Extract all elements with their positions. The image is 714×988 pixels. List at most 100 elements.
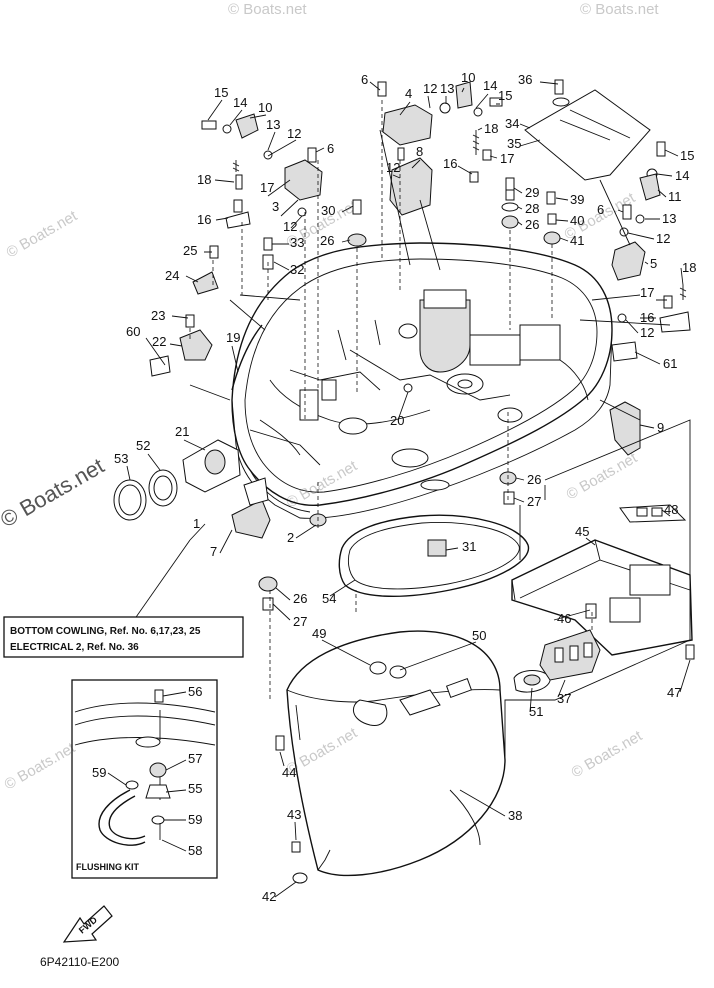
callout-21[interactable]: 21 [175, 424, 189, 439]
callout-46[interactable]: 46 [557, 611, 571, 626]
callout-18[interactable]: 18 [682, 260, 696, 275]
callout-6[interactable]: 6 [327, 141, 334, 156]
note-line-2: ELECTRICAL 2, Ref. No. 36 [10, 642, 139, 653]
callout-2[interactable]: 2 [287, 530, 294, 545]
callout-15[interactable]: 15 [498, 88, 512, 103]
callout-3[interactable]: 3 [272, 199, 279, 214]
callout-51[interactable]: 51 [529, 704, 543, 719]
callout-23[interactable]: 23 [151, 308, 165, 323]
callout-16[interactable]: 16 [443, 156, 457, 171]
reference-note: BOTTOM COWLING, Ref. No. 6,17,23, 25 ELE… [3, 616, 244, 658]
callout-57[interactable]: 57 [188, 751, 202, 766]
watermark: © Boats.net [4, 207, 81, 261]
callout-40[interactable]: 40 [570, 213, 584, 228]
callout-59[interactable]: 59 [92, 765, 106, 780]
callout-54[interactable]: 54 [322, 591, 336, 606]
callout-58[interactable]: 58 [188, 843, 202, 858]
diagram-code: 6P42110-E200 [40, 955, 120, 969]
callout-18[interactable]: 18 [197, 172, 211, 187]
callout-6[interactable]: 6 [361, 72, 368, 87]
callout-1[interactable]: 1 [193, 516, 200, 531]
callout-26[interactable]: 26 [293, 591, 307, 606]
watermark-large: © Boats.net [0, 453, 108, 532]
callout-14[interactable]: 14 [675, 168, 689, 183]
callout-60[interactable]: 60 [126, 324, 140, 339]
callout-28[interactable]: 28 [525, 201, 539, 216]
callout-14[interactable]: 14 [233, 95, 247, 110]
callout-27[interactable]: 27 [293, 614, 307, 629]
callout-38[interactable]: 38 [508, 808, 522, 823]
seal-gasket [338, 514, 530, 597]
callout-13[interactable]: 13 [662, 211, 676, 226]
callout-30[interactable]: 30 [321, 203, 335, 218]
callout-15[interactable]: 15 [214, 85, 228, 100]
callout-16[interactable]: 16 [197, 212, 211, 227]
watermark: © Boats.net [580, 1, 659, 18]
callout-24[interactable]: 24 [165, 268, 179, 283]
callout-26[interactable]: 26 [527, 472, 541, 487]
watermark: © Boats.net [228, 1, 307, 18]
callout-15[interactable]: 15 [680, 148, 694, 163]
callout-9[interactable]: 9 [657, 420, 664, 435]
callout-44[interactable]: 44 [282, 765, 296, 780]
flushing-kit-inset [71, 679, 218, 879]
callout-59[interactable]: 59 [188, 812, 202, 827]
callout-12[interactable]: 12 [656, 231, 670, 246]
callout-41[interactable]: 41 [570, 233, 584, 248]
lower-cover [286, 630, 551, 877]
callout-52[interactable]: 52 [136, 438, 150, 453]
callout-31[interactable]: 31 [462, 539, 476, 554]
callout-33[interactable]: 33 [290, 235, 304, 250]
flushing-kit-label: FLUSHING KIT [76, 862, 139, 872]
callout-29[interactable]: 29 [525, 185, 539, 200]
callout-49[interactable]: 49 [312, 626, 326, 641]
callout-13[interactable]: 13 [440, 81, 454, 96]
callout-12[interactable]: 12 [287, 126, 301, 141]
callout-53[interactable]: 53 [114, 451, 128, 466]
callout-19[interactable]: 19 [226, 330, 240, 345]
callout-12[interactable]: 12 [640, 325, 654, 340]
callout-17[interactable]: 17 [640, 285, 654, 300]
callout-47[interactable]: 47 [667, 685, 681, 700]
callout-6[interactable]: 6 [597, 202, 604, 217]
callout-8[interactable]: 8 [416, 144, 423, 159]
callout-20[interactable]: 20 [390, 413, 404, 428]
callout-13[interactable]: 13 [266, 117, 280, 132]
callout-5[interactable]: 5 [650, 256, 657, 271]
callout-18[interactable]: 18 [484, 121, 498, 136]
callout-42[interactable]: 42 [262, 889, 276, 904]
callout-36[interactable]: 36 [518, 72, 532, 87]
callout-11[interactable]: 11 [668, 189, 682, 204]
callout-leaders [107, 81, 691, 898]
callout-17[interactable]: 17 [500, 151, 514, 166]
callout-56[interactable]: 56 [188, 684, 202, 699]
callout-35[interactable]: 35 [507, 136, 521, 151]
callout-22[interactable]: 22 [152, 334, 166, 349]
callout-48[interactable]: 48 [664, 502, 678, 517]
callout-43[interactable]: 43 [287, 807, 301, 822]
callout-26[interactable]: 26 [525, 217, 539, 232]
callout-55[interactable]: 55 [188, 781, 202, 796]
callout-16[interactable]: 16 [640, 310, 654, 325]
bracket [511, 504, 693, 681]
callout-12[interactable]: 12 [386, 160, 400, 175]
callout-39[interactable]: 39 [570, 192, 584, 207]
callout-45[interactable]: 45 [575, 524, 589, 539]
callout-4[interactable]: 4 [405, 86, 412, 101]
callout-34[interactable]: 34 [505, 116, 519, 131]
callout-37[interactable]: 37 [557, 691, 571, 706]
callout-12[interactable]: 12 [423, 81, 437, 96]
callout-32[interactable]: 32 [290, 262, 304, 277]
callout-10[interactable]: 10 [258, 100, 272, 115]
callout-27[interactable]: 27 [527, 494, 541, 509]
callout-26[interactable]: 26 [320, 233, 334, 248]
upper-parts [113, 89, 651, 539]
callout-14[interactable]: 14 [483, 78, 497, 93]
callout-61[interactable]: 61 [663, 356, 677, 371]
callout-50[interactable]: 50 [472, 628, 486, 643]
callout-7[interactable]: 7 [210, 544, 217, 559]
callout-12[interactable]: 12 [283, 219, 297, 234]
callout-10[interactable]: 10 [461, 70, 475, 85]
callout-25[interactable]: 25 [183, 243, 197, 258]
callout-17[interactable]: 17 [260, 180, 274, 195]
